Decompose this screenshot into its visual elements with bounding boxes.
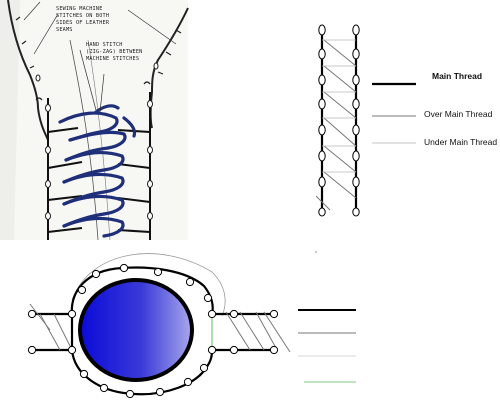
left-diagonals [29,303,73,351]
legend-over-label: Over Main Thread [424,109,493,119]
ladder-schematic [315,24,360,217]
paper-shading [0,0,20,240]
note-sewing-line3: SIDES OF LEATHER [56,20,110,26]
left-leather-edge [7,0,39,109]
legend-top: Main Thread Over Main Thread Under Main … [372,71,497,147]
ladder-holes [318,24,360,217]
ring-bottom-arc [70,349,214,396]
outer-guide-arc [71,253,213,301]
fold-line-left [69,39,99,241]
grommet-diagram [27,253,291,399]
note-sewing-line2: STITCHES ON BOTH [56,13,109,19]
sketch-paper [0,0,188,240]
ladder-over-threads [315,39,357,211]
note-hand-line3: MACHINE STITCHES [86,56,139,62]
legend-bottom [298,309,356,383]
blue-hand-stitch [58,104,137,238]
edge-stitches [15,16,182,101]
note-hand-line1: HAND STITCH [86,42,123,48]
legend-main-label: Main Thread [432,71,482,81]
right-leather-edge [151,7,189,93]
left-rails [30,312,72,352]
annotation-leaders [23,1,177,113]
right-diagonals [225,311,291,353]
grommet-circle [78,278,194,382]
sketch-panel: SEWING MACHINE STITCHES ON BOTH SIDES OF… [0,0,189,241]
note-sewing-line1: SEWING MACHINE [56,6,103,12]
sketch-stitch-holes [35,62,159,220]
fold-line-right [87,39,111,241]
right-rails [212,312,276,352]
legend-under-label: Under Main Thread [424,137,497,147]
note-sewing-line4: SEAMS [56,27,73,33]
ring-holes [27,263,279,399]
ladder-under-threads [322,39,356,173]
note-hand-line2: (ZIG-ZAG) BETWEEN [86,49,143,55]
stray-dot [315,251,317,253]
outer-guide-arc-right [211,271,226,317]
